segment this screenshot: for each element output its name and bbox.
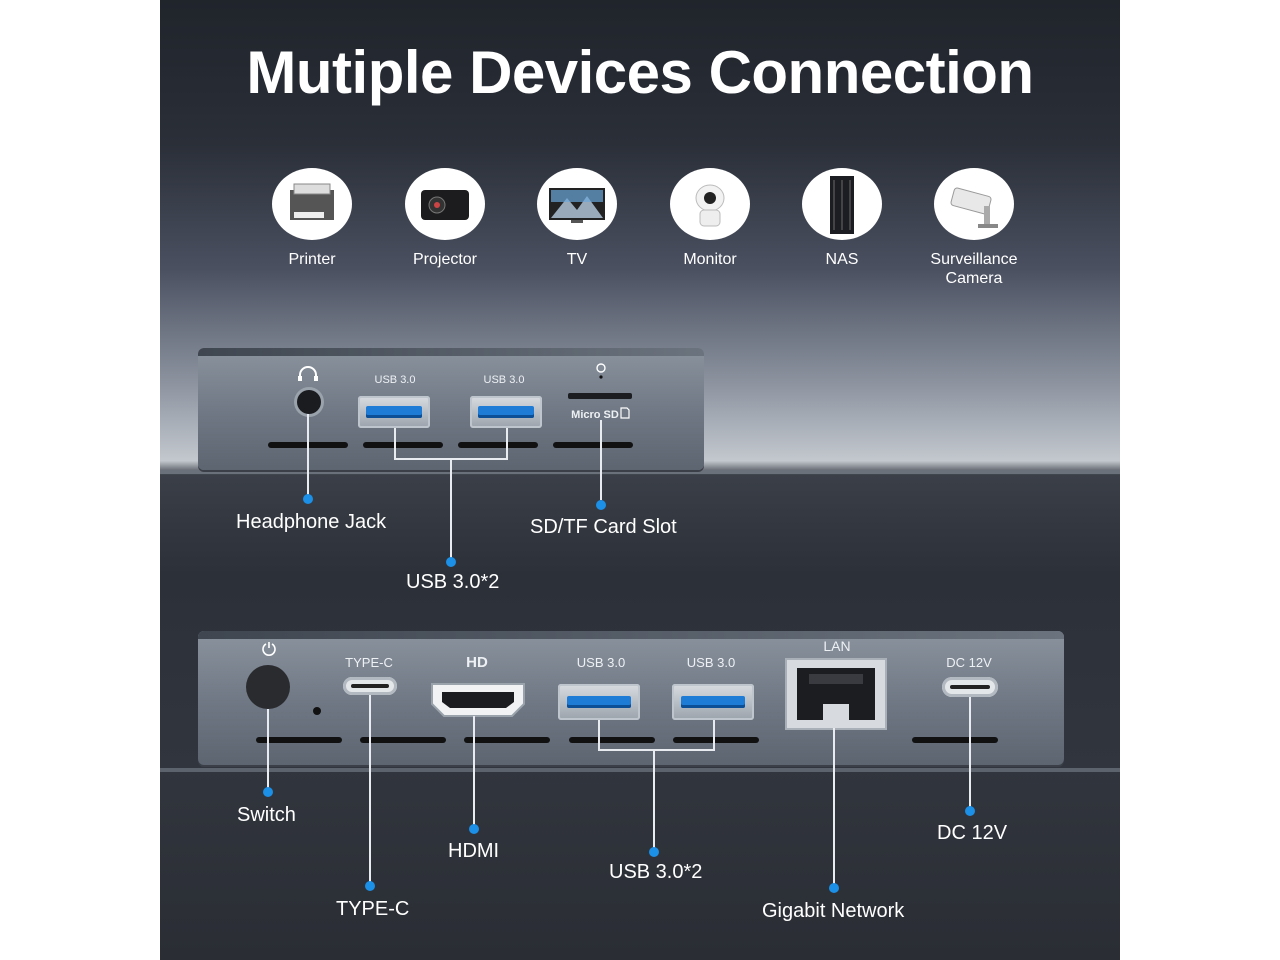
- callout-dot: [829, 883, 839, 893]
- caption-usb-front: USB 3.0*2: [406, 571, 500, 593]
- rear-panel-top-edge: [198, 631, 1064, 639]
- callout-dot: [649, 847, 659, 857]
- callout-dot: [446, 557, 456, 567]
- callout-dot: [365, 881, 375, 891]
- sd-card-icon: [620, 407, 630, 419]
- monitor-camera-icon: [670, 168, 750, 240]
- usb-port-label: USB 3.0: [576, 655, 626, 670]
- usb-port-front-2: [470, 396, 542, 428]
- front-panel-top-edge: [198, 348, 704, 356]
- vent-slot: [256, 737, 342, 743]
- vent-slot: [363, 442, 443, 448]
- usb-port-label: USB 3.0: [686, 655, 736, 670]
- callout-line: [450, 458, 452, 558]
- power-button[interactable]: [246, 665, 290, 709]
- vent-slot: [912, 737, 998, 743]
- callout-line: [598, 720, 600, 750]
- dc-port: [942, 677, 998, 697]
- usb-port-rear-2: [672, 684, 754, 720]
- printer-icon: [272, 168, 352, 240]
- projector-icon: [405, 168, 485, 240]
- dc-port-label: DC 12V: [946, 655, 992, 670]
- device-label: Monitor: [683, 251, 737, 268]
- shelf-edge: [160, 768, 1120, 772]
- usb-port-label: USB 3.0: [483, 374, 525, 386]
- callout-dot: [596, 500, 606, 510]
- device-tv: TV: [517, 168, 637, 269]
- microsd-slot: [568, 393, 632, 399]
- caption-hdmi: HDMI: [448, 840, 500, 862]
- callout-line: [969, 697, 971, 809]
- hdmi-port: [431, 683, 525, 717]
- led-indicator: [313, 707, 321, 715]
- hd-port-label: HD: [466, 654, 488, 671]
- callout-dot: [303, 494, 313, 504]
- power-icon: [262, 642, 276, 656]
- callout-dot: [965, 806, 975, 816]
- callout-line: [653, 749, 655, 849]
- shelf-edge: [160, 470, 1120, 474]
- front-panel: [198, 348, 704, 470]
- typec-port-label: TYPE-C: [345, 655, 393, 670]
- caption-typec: TYPE-C: [336, 898, 410, 920]
- caption-usb-rear: USB 3.0*2: [609, 861, 703, 883]
- callout-line: [394, 428, 396, 460]
- device-label: TV: [566, 251, 588, 268]
- callout-line: [307, 414, 309, 500]
- lan-port: [785, 658, 887, 730]
- caption-gigabit-network: Gigabit Network: [762, 900, 905, 922]
- callout-line: [713, 720, 715, 750]
- device-nas: NAS: [782, 168, 902, 269]
- callout-line: [506, 428, 508, 460]
- product-infographic: Mutiple Devices Connection Printer Proje…: [160, 0, 1120, 960]
- callout-line: [600, 420, 602, 500]
- callout-dot: [469, 824, 479, 834]
- device-label: Printer: [288, 251, 336, 268]
- callout-line: [369, 695, 371, 887]
- vent-slot: [464, 737, 550, 743]
- microsd-label: Micro SD: [571, 409, 619, 421]
- page-title: Mutiple Devices Connection: [246, 39, 1034, 106]
- vent-slot: [553, 442, 633, 448]
- caption-sd-slot: SD/TF Card Slot: [530, 516, 677, 538]
- reset-icon: [596, 363, 606, 379]
- headphone-jack: [297, 390, 321, 414]
- typec-port: [343, 677, 397, 695]
- usb-port-label: USB 3.0: [374, 374, 416, 386]
- caption-headphone: Headphone Jack: [236, 511, 387, 533]
- device-projector: Projector: [385, 168, 505, 269]
- callout-dot: [263, 787, 273, 797]
- lan-port-label: LAN: [823, 638, 851, 654]
- vent-slot: [458, 442, 538, 448]
- caption-switch: Switch: [237, 804, 296, 826]
- callout-line: [833, 728, 835, 888]
- callout-line: [473, 716, 475, 828]
- nas-icon: [802, 168, 882, 240]
- usb-port-front-1: [358, 396, 430, 428]
- device-label: NAS: [825, 251, 859, 268]
- vent-slot: [569, 737, 655, 743]
- surveillance-camera-icon: [934, 168, 1014, 240]
- headphone-icon: [298, 366, 318, 381]
- callout-line: [267, 709, 269, 793]
- tv-icon: [537, 168, 617, 240]
- vent-slot: [673, 737, 759, 743]
- device-label: Projector: [412, 251, 478, 268]
- vent-slot: [360, 737, 446, 743]
- callout-line: [598, 749, 715, 751]
- device-monitor: Monitor: [650, 168, 770, 269]
- device-printer: Printer: [252, 168, 372, 269]
- caption-dc-12v: DC 12V: [937, 822, 1008, 844]
- usb-port-rear-1: [558, 684, 640, 720]
